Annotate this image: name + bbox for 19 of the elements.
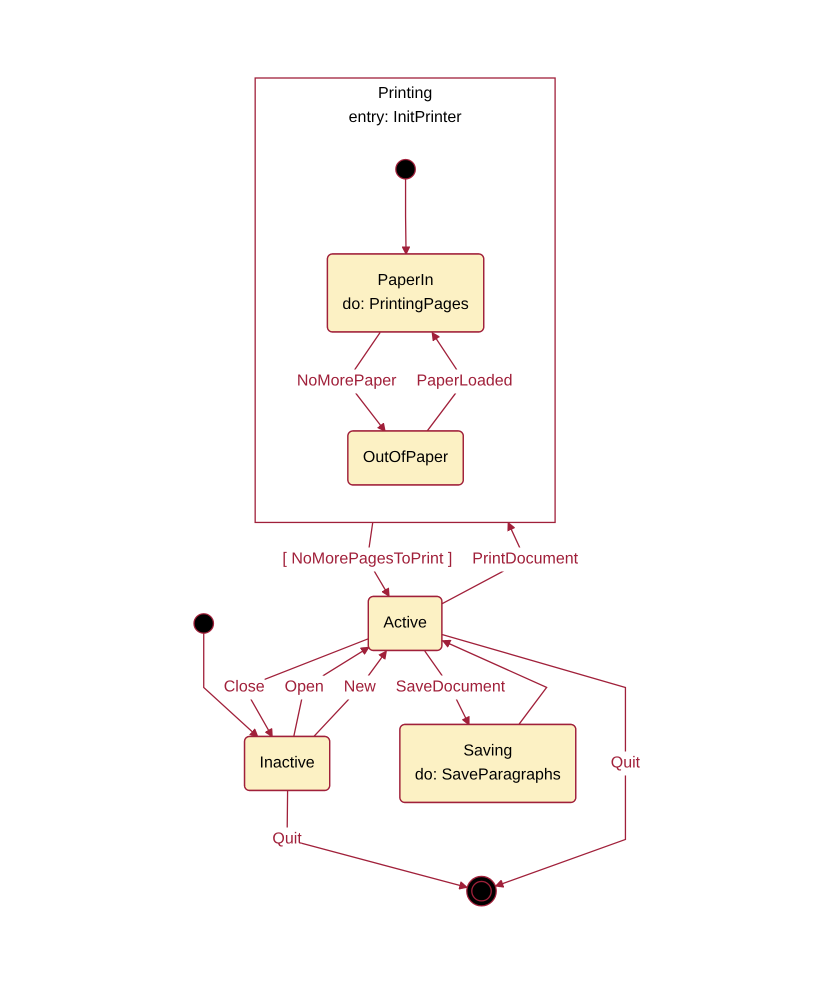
arrow <box>203 633 258 738</box>
edge-label: Quit <box>272 830 302 848</box>
edge-label: NoMorePaper <box>296 372 396 390</box>
node-circle <box>395 158 416 180</box>
edge-label: Close <box>224 678 265 696</box>
edge-label: Open <box>284 678 324 696</box>
edge-label: [ NoMorePagesToPrint ] <box>282 550 452 568</box>
edge-label: New <box>344 678 376 696</box>
edge-label: SaveDocument <box>396 678 506 696</box>
arrow <box>312 650 387 738</box>
arrow <box>402 179 410 255</box>
edge-label: PaperLoaded <box>416 372 512 390</box>
edge-label: PrintDocument <box>472 550 578 568</box>
arrow <box>286 790 468 890</box>
arrow <box>442 640 548 726</box>
node-circle <box>193 613 214 634</box>
edge-label: Quit <box>610 754 640 772</box>
arrow <box>442 634 626 888</box>
node-circle <box>466 876 497 907</box>
